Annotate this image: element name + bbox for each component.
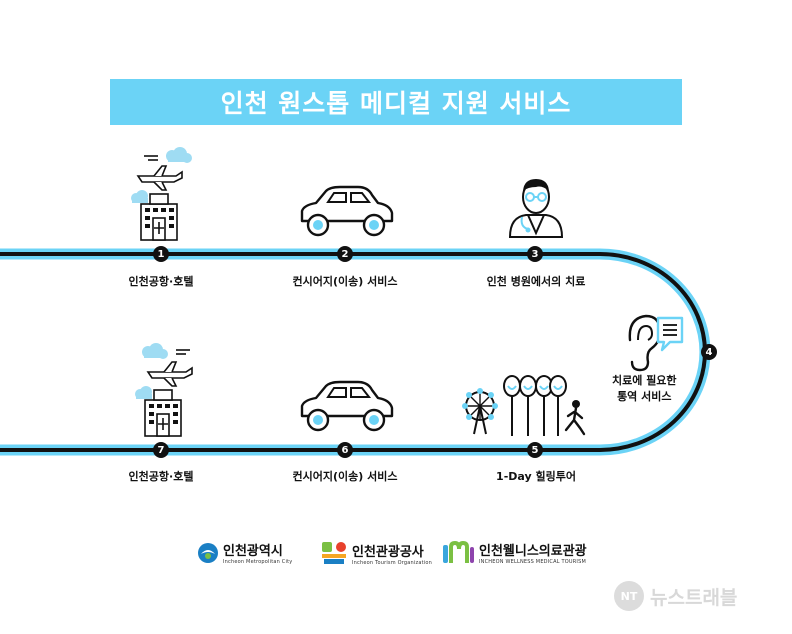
step-label-6: 컨시어지(이송) 서비스 <box>292 470 398 483</box>
interpretation-ear-icon <box>628 314 684 372</box>
step-marker-3: 3 <box>527 246 543 262</box>
step-label-5: 1-Day 힐링투어 <box>496 470 576 483</box>
step-marker-5: 5 <box>527 442 543 458</box>
incheon-city-emblem-icon <box>198 542 218 563</box>
wellness-name: 인천웰니스의료관광 <box>479 544 587 559</box>
step-label-4-line1: 치료에 필요한 <box>612 374 677 387</box>
tourism-organization-subtitle: Incheon Tourism Organization <box>352 559 432 566</box>
airport-hotel-icon <box>135 343 193 437</box>
step-marker-6: 6 <box>337 442 353 458</box>
step-marker-1: 1 <box>153 246 169 262</box>
step-marker-4: 4 <box>701 344 717 360</box>
doctor-icon <box>508 179 564 238</box>
step-label-3: 인천 병원에서의 치료 <box>486 275 586 288</box>
step-marker-2: 2 <box>337 246 353 262</box>
step-label-7: 인천공항·호텔 <box>128 470 194 483</box>
healing-tour-icon <box>462 375 586 436</box>
watermark-badge: NT <box>614 581 644 611</box>
step-label-4-line2: 통역 서비스 <box>617 390 672 403</box>
wellness-emblem-icon <box>443 540 474 563</box>
title-banner: 인천 원스톱 메디컬 지원 서비스 <box>110 79 682 125</box>
watermark: NT 뉴스트래블 <box>614 581 737 611</box>
step-label-4: 치료에 필요한 통역 서비스 <box>612 373 677 405</box>
step-label-2: 컨시어지(이송) 서비스 <box>292 275 398 288</box>
step-marker-7: 7 <box>153 442 169 458</box>
watermark-text: 뉴스트래블 <box>650 586 738 609</box>
incheon-city-subtitle: Incheon Metropolitan City <box>223 559 293 565</box>
tourism-organization-name: 인천관광공사 <box>352 544 424 560</box>
airport-hotel-icon <box>131 147 192 241</box>
page-title: 인천 원스톱 메디컬 지원 서비스 <box>220 89 572 118</box>
car-icon <box>300 380 394 432</box>
wellness-subtitle: INCHEON WELLNESS MEDICAL TOURISM <box>479 559 586 565</box>
logo-incheon-city: 인천광역시 Incheon Metropolitan City <box>197 540 292 565</box>
car-icon <box>300 185 394 237</box>
step-label-1: 인천공항·호텔 <box>128 275 194 288</box>
logo-wellness-medical-tourism: 인천웰니스의료관광 INCHEON WELLNESS MEDICAL TOURI… <box>441 540 587 565</box>
logo-tourism-organization: 인천관광공사 Incheon Tourism Organization <box>320 540 432 566</box>
tourism-organization-emblem-icon <box>322 542 346 564</box>
watermark-badge-text: NT <box>620 589 638 603</box>
incheon-city-name: 인천광역시 <box>223 544 283 559</box>
